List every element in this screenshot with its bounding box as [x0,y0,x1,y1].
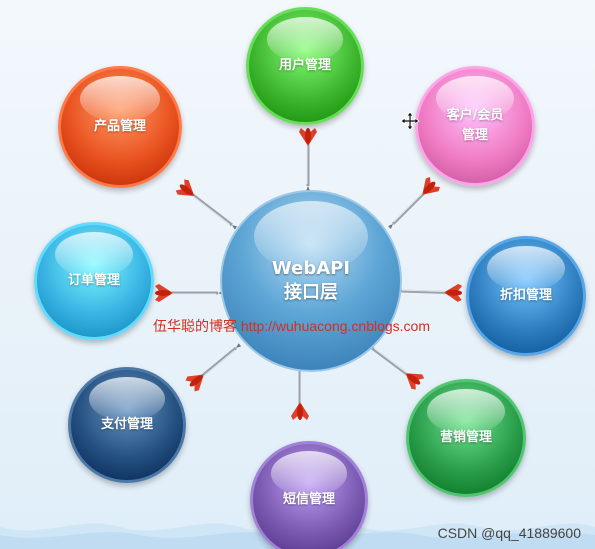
sms-management-node: 短信管理 [250,441,368,549]
node-label: 订单管理 [67,273,120,288]
node-label: 营销管理 [439,430,492,445]
node-label: 短信管理 [282,492,335,507]
node-label: 折扣管理 [499,288,552,303]
user-management-node: 用户管理 [246,7,364,125]
node-label: 支付管理 [100,417,153,432]
dart-arrow-icon [388,177,440,229]
customer-member-management-node: 客户/会员 管理 [415,66,535,186]
marketing-management-node: 营销管理 [406,379,526,497]
dart-arrow-icon [185,343,242,392]
dart-arrow-icon [175,179,238,230]
dart-arrow-icon [299,128,317,191]
order-management-node: 订单管理 [34,222,154,340]
blog-caption: 伍华聪的博客 http://wuhuacong.cnblogs.com [153,318,431,334]
webapi-hub: WebAPI 接口层 [220,190,402,372]
dart-arrow-icon [366,343,425,390]
csdn-watermark: CSDN @qq_41889600 [437,525,581,541]
node-label: 客户/会员 管理 [446,108,504,143]
dart-arrow-icon [291,363,309,420]
discount-management-node: 折扣管理 [466,236,586,356]
dart-arrow-icon [394,283,463,302]
payment-management-node: 支付管理 [68,367,186,483]
hub-subtitle: 接口层 [284,282,338,303]
hub-title: WebAPI [271,258,351,279]
product-management-node: 产品管理 [58,66,182,188]
node-label: 产品管理 [93,119,146,134]
dart-arrow-icon [155,284,223,302]
node-label: 用户管理 [278,58,331,73]
move-cursor-icon [400,111,420,131]
